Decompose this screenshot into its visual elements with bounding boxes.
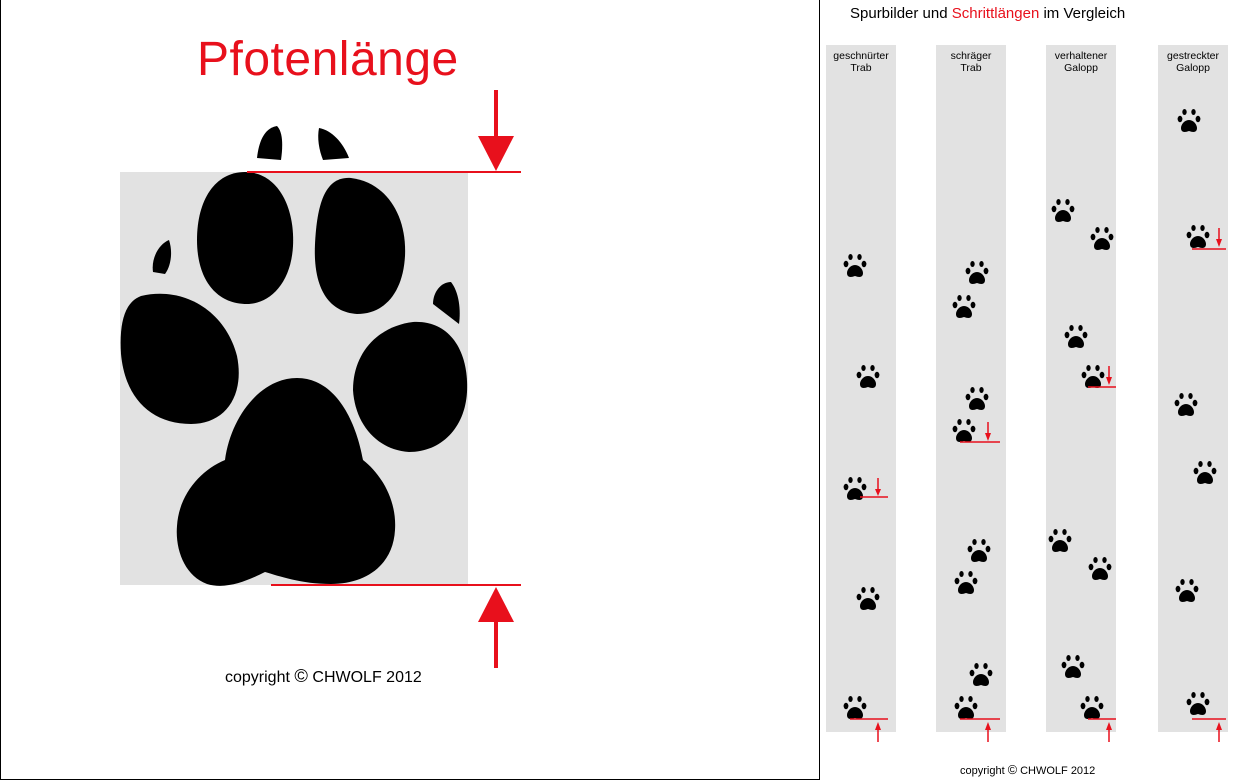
- toe-pad-1: [197, 172, 294, 304]
- stride-arrow-head: [985, 433, 991, 441]
- stride-arrow-head: [1106, 722, 1112, 730]
- claw-1: [257, 126, 283, 160]
- track-comparison-diagram: [826, 45, 1228, 742]
- copyright-left: copyright © CHWOLF 2012: [225, 665, 422, 686]
- column-label-line2: Galopp: [1064, 62, 1098, 74]
- toe-pad-4: [353, 321, 468, 452]
- main-pad: [176, 378, 396, 586]
- column-label-line1: geschnürter: [833, 50, 889, 62]
- copyright-left-symbol: ©: [294, 665, 308, 686]
- stride-arrow-head: [1216, 722, 1222, 730]
- stride-arrow-head: [875, 722, 881, 730]
- toe-pad-2: [314, 177, 406, 314]
- title-highlight: Schrittlängen: [951, 5, 1040, 22]
- stride-arrow-head: [1106, 377, 1112, 385]
- copyright-right: copyright © CHWOLF 2012: [960, 764, 1095, 777]
- paw-length-title: Pfotenlänge: [197, 33, 459, 86]
- copyright-left-prefix: copyright: [225, 669, 290, 686]
- column-label-line2: Trab: [960, 62, 982, 74]
- track-column-4: [1158, 45, 1228, 732]
- track-column-3: [1046, 45, 1116, 732]
- column-label-1: geschnürter Trab: [821, 50, 901, 74]
- large-paw-print: [120, 126, 468, 586]
- column-label-3: verhaltener Galopp: [1041, 50, 1121, 74]
- column-label-line1: gestreckter: [1167, 50, 1219, 62]
- stride-markers-up: [850, 718, 1226, 742]
- stride-markers-down: [860, 228, 1226, 498]
- column-label-line1: schräger: [950, 50, 992, 62]
- column-label-4: gestreckter Galopp: [1153, 50, 1233, 74]
- track-comparison-title: Spurbilder und Schrittlängen im Vergleic…: [850, 6, 1125, 21]
- title-part-1: Spurbilder und: [850, 5, 952, 22]
- stride-arrow-head: [875, 489, 881, 496]
- claw-2: [318, 128, 349, 160]
- track-comparison-panel: Spurbilder und Schrittlängen im Vergleic…: [820, 0, 1252, 780]
- track-column-1: [826, 45, 896, 732]
- paw-length-panel: Pfotenlänge copyright © CHWOLF 2012: [0, 0, 820, 780]
- down-arrow-head: [478, 136, 514, 171]
- claw-3: [152, 240, 172, 274]
- copyright-right-text: CHWOLF 2012: [1020, 765, 1096, 777]
- title-part-2: im Vergleich: [1039, 5, 1126, 22]
- claw-4: [433, 282, 460, 324]
- stride-arrow-head: [985, 722, 991, 730]
- column-label-2: schräger Trab: [931, 50, 1011, 74]
- copyright-right-symbol: ©: [1007, 763, 1018, 777]
- column-label-line2: Trab: [850, 62, 872, 74]
- toe-pad-3: [120, 293, 239, 424]
- up-arrow-head: [478, 587, 514, 622]
- copyright-left-text: CHWOLF 2012: [312, 669, 422, 686]
- paw-length-diagram: [120, 90, 521, 668]
- column-label-line1: verhaltener: [1054, 50, 1108, 62]
- column-label-line2: Galopp: [1176, 62, 1210, 74]
- stride-arrow-head: [1216, 239, 1222, 247]
- copyright-right-prefix: copyright: [960, 765, 1005, 777]
